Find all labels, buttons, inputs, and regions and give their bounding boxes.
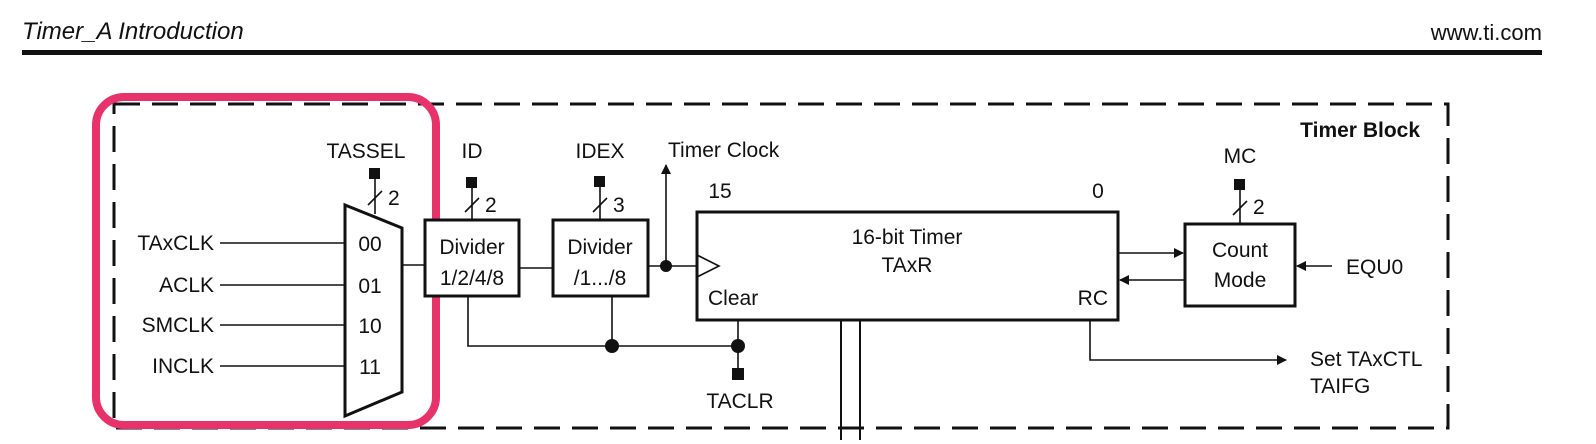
divider-id-line1: Divider: [439, 236, 504, 259]
id-control-pin: [466, 177, 477, 188]
id-label: ID: [462, 140, 483, 163]
divider-idex-line1: Divider: [567, 236, 632, 259]
clear-junction-b: [731, 339, 745, 353]
input-label-taxclk: TAxCLK: [137, 232, 214, 255]
tassel-label: TASSEL: [327, 140, 406, 163]
input-label-aclk: ACLK: [159, 274, 214, 297]
taifg-line2: TAIFG: [1310, 375, 1370, 398]
count-mode-block: [1183, 222, 1297, 308]
divider-id-line2: 1/2/4/8: [440, 267, 504, 290]
timer-bit-high: 15: [708, 180, 731, 203]
idex-label: IDEX: [575, 140, 624, 163]
header-rule: [22, 50, 1542, 55]
timer-block-boundary: [112, 102, 1450, 430]
equ0-label: EQU0: [1346, 256, 1403, 279]
input-lines: [220, 242, 345, 367]
mc-bus-width: 2: [1253, 196, 1265, 219]
mc-control-pin: [1234, 179, 1245, 190]
input-multiplexer: [343, 202, 404, 419]
mux-select-01: 01: [358, 275, 381, 298]
count-mode-line2: Mode: [1214, 269, 1267, 292]
count-mode-line1: Count: [1212, 239, 1268, 262]
timer-clock-label: Timer Clock: [668, 139, 780, 162]
timer-clear-label: Clear: [708, 287, 758, 310]
mc-label: MC: [1224, 145, 1257, 168]
timer-block-title: Timer Block: [1300, 119, 1420, 142]
taclr-control-pin: [732, 368, 744, 380]
idex-bus-width: 3: [613, 194, 625, 217]
divider-idex-block: [551, 218, 650, 298]
divider-idex-line2: /1.../8: [574, 267, 627, 290]
id-bus-width: 2: [485, 194, 497, 217]
mux-select-00: 00: [358, 233, 381, 256]
idex-control-pin: [594, 176, 605, 187]
divider-id-block: [423, 218, 521, 298]
page-section-title: Timer_A Introduction: [22, 18, 244, 45]
timer-bit-low: 0: [1092, 180, 1104, 203]
clear-junction-a: [605, 339, 619, 353]
taifg-line1: Set TAxCTL: [1310, 348, 1422, 371]
timer-register-block: [695, 210, 1120, 322]
header-url-link[interactable]: www.ti.com: [1430, 20, 1542, 45]
timer-rc-label: RC: [1078, 287, 1108, 310]
taclr-label: TACLR: [706, 390, 773, 413]
clock-input-triangle: [696, 254, 721, 278]
tassel-bus-width: 2: [388, 187, 400, 210]
input-label-smclk: SMCLK: [142, 314, 214, 337]
tassel-control-pin: [369, 168, 380, 179]
input-label-inclk: INCLK: [152, 355, 214, 378]
mux-select-11: 11: [359, 356, 381, 379]
mux-select-10: 10: [358, 315, 381, 338]
timer-title: 16-bit Timer: [852, 226, 963, 249]
timer-register-name: TAxR: [882, 254, 933, 277]
